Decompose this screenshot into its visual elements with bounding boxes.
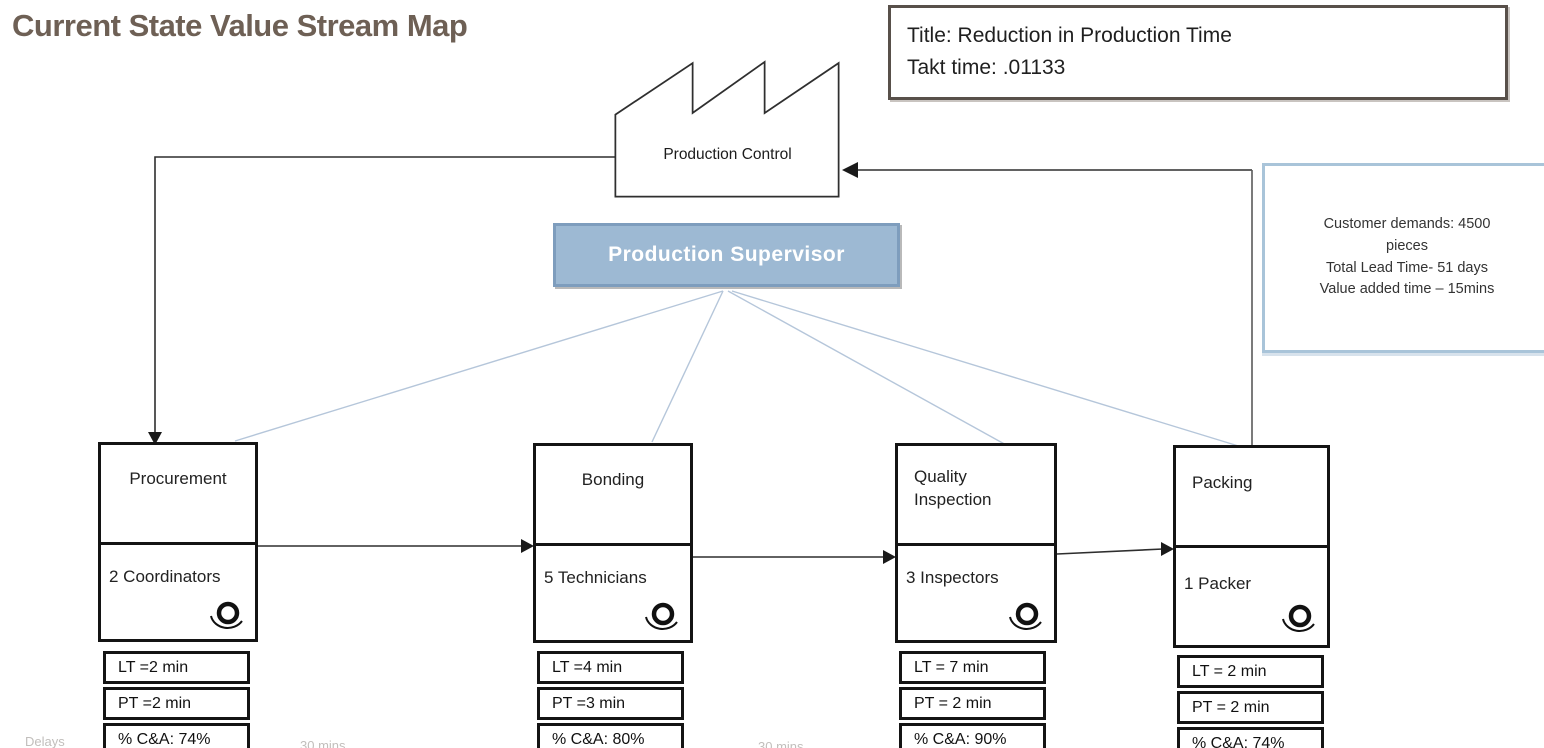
process-box-procurement: Procurement 2 Coordinators [98,442,258,642]
process-staff: 5 Technicians [544,568,647,587]
process-box-quality-inspection: Quality Inspection 3 Inspectors [895,443,1057,643]
total-lead-time-line: Total Lead Time- 51 days [1325,259,1488,276]
process-name: Packing [1176,448,1327,548]
process-time-cell: PT = 2 min [1177,691,1324,724]
production-supervisor-label: Production Supervisor [608,243,845,266]
complete-accurate-cell: % C&A: 80% [537,723,684,748]
operator-icon [210,601,243,629]
customer-demand-box: Customer demands: 4500 pieces Total Lead… [1262,163,1544,353]
factory-icon [614,60,840,198]
process-time-cell: PT = 2 min [899,687,1046,720]
lead-time-cell: LT =4 min [537,651,684,684]
page-title: Current State Value Stream Map [12,8,468,43]
complete-accurate-cell: % C&A: 74% [103,723,250,748]
lead-time-cell: LT = 7 min [899,651,1046,684]
process-name: Bonding [536,446,690,546]
operator-icon [1009,602,1042,630]
customer-demand-line: pieces [1386,237,1428,254]
complete-accurate-cell: % C&A: 90% [899,723,1046,748]
data-table-packing: LT = 2 min PT = 2 min % C&A: 74% [1177,655,1324,748]
faint-cutoff-note: 30 mins [758,739,804,748]
operator-icon [1282,604,1315,632]
project-title-text: Title: Reduction in Production Time [907,24,1232,47]
faint-cutoff-note: 30 mins [300,738,346,748]
process-box-packing: Packing 1 Packer [1173,445,1330,648]
complete-accurate-cell: % C&A: 74% [1177,727,1324,748]
lead-time-cell: LT = 2 min [1177,655,1324,688]
process-time-cell: PT =3 min [537,687,684,720]
lead-time-cell: LT =2 min [103,651,250,684]
process-name: Quality Inspection [898,446,1054,546]
production-control-label: Production Control [663,146,792,163]
process-box-bonding: Bonding 5 Technicians [533,443,693,643]
faint-cutoff-note: Delays [25,734,65,748]
process-staff: 1 Packer [1184,574,1252,593]
process-staff: 2 Coordinators [109,567,221,586]
process-name: Procurement [101,445,255,545]
takt-time-text: Takt time: .01133 [907,55,1066,79]
customer-demand-line: Customer demands: 4500 [1323,216,1491,232]
title-takt-info-box: Title: Reduction in Production Time Takt… [888,5,1508,100]
supervisor-fan-lines [234,290,1259,453]
value-added-time-line: Value added time – 15mins [1319,281,1495,298]
production-supervisor-box: Production Supervisor [553,223,900,287]
operator-icon [645,602,678,630]
data-table-bonding: LT =4 min PT =3 min % C&A: 80% [537,651,684,748]
process-time-cell: PT =2 min [103,687,250,720]
data-table-quality-inspection: LT = 7 min PT = 2 min % C&A: 90% [899,651,1046,748]
data-table-procurement: LT =2 min PT =2 min % C&A: 74% [103,651,250,748]
process-staff: 3 Inspectors [906,568,999,587]
